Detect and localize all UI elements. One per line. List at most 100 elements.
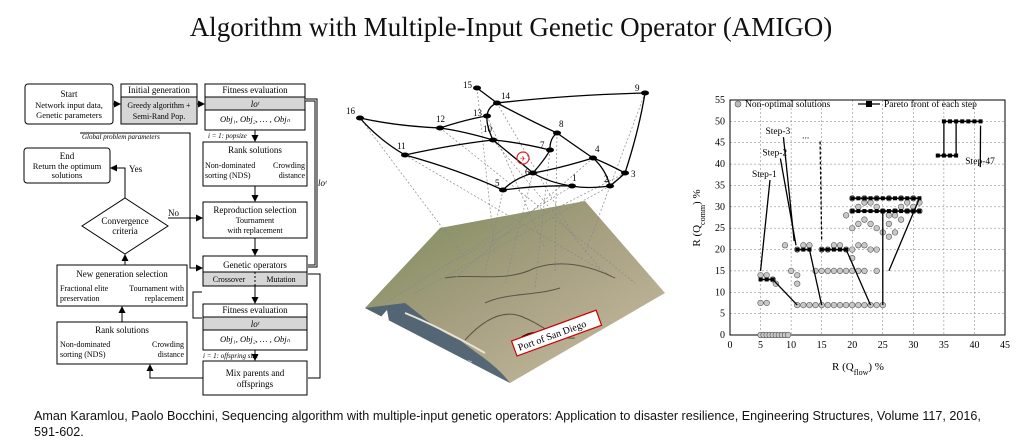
nonoptimal-point [861, 267, 868, 275]
y-tick-label: 40 [715, 159, 725, 170]
mutation-label: Mutation [266, 275, 295, 284]
global-params-label: Global problem parameters [82, 133, 160, 141]
nonoptimal-point [849, 301, 856, 309]
projection-line [496, 102, 576, 239]
x-tick-label: 45 [1000, 340, 1010, 351]
network-node-label: 3 [631, 169, 636, 179]
network-node [493, 100, 501, 106]
network-node [401, 152, 409, 158]
y-tick-label: 10 [715, 287, 725, 298]
nonoptimal-point [757, 299, 764, 307]
fitness1-title: Fitness evaluation [222, 85, 288, 95]
network-node [489, 137, 497, 143]
step-annotation: Step-2 [762, 149, 787, 159]
page-title: Algorithm with Multiple-Input Genetic Op… [189, 12, 833, 42]
pareto-point [819, 247, 824, 252]
nonoptimal-point [843, 267, 850, 275]
satellite-map [365, 201, 665, 383]
pareto-point [911, 196, 916, 201]
step-annotation: ... [802, 131, 809, 141]
nonoptimal-point [867, 246, 874, 253]
port-label-box [510, 309, 603, 357]
end-line2: solutions [52, 170, 83, 180]
pareto-point [868, 196, 873, 201]
crossover-label: Crossover [213, 275, 246, 284]
network-node [356, 115, 364, 121]
nonoptimal-point [812, 301, 819, 309]
network-node [641, 90, 649, 96]
network-node [473, 85, 481, 91]
network-node [483, 113, 491, 119]
svg-text:✈: ✈ [520, 155, 526, 163]
nonoptimal-point [757, 272, 764, 279]
nonoptimal-point [861, 301, 868, 309]
pareto-point [948, 153, 952, 158]
network-node [553, 130, 561, 136]
pareto-point [825, 247, 830, 252]
network-edge [624, 92, 646, 174]
convergence-line2: criteria [112, 226, 137, 236]
nonoptimal-point [794, 280, 801, 287]
rank2-title: Rank solutions [95, 325, 149, 335]
network-node-label: 7 [540, 140, 545, 150]
scale-label: 2.05 mi [461, 359, 474, 379]
network-edge [532, 157, 594, 174]
projection-line [486, 115, 546, 249]
nonoptimal-point [818, 267, 825, 275]
pareto-connector [888, 198, 921, 272]
nonoptimal-point [830, 267, 837, 275]
network-node [436, 125, 444, 131]
pareto-point [917, 209, 922, 214]
pareto-point [838, 247, 842, 252]
nonoptimal-point [885, 233, 892, 240]
y-tick-label: 5 [720, 309, 725, 320]
projection-line [439, 172, 626, 269]
fitness2-objs: Obj₁, Obj₂, … , Objₙ [220, 334, 291, 344]
start-line2: Genetic parameters [36, 110, 102, 120]
pareto-point [801, 247, 806, 252]
nonoptimal-point [891, 229, 899, 236]
nonoptimal-point [830, 301, 837, 309]
yes-label: Yes [129, 164, 143, 174]
nonoptimal-point [836, 242, 844, 249]
pareto-point [893, 209, 897, 214]
pareto-point [856, 196, 861, 201]
rank2-right1: Crowding [152, 340, 184, 349]
step-annotation: Step-3 [765, 127, 790, 137]
pareto-point [899, 196, 904, 201]
legend-nonopt-label: Non-optimal solutions [745, 100, 831, 110]
start-line1: Network input data, [35, 100, 103, 110]
network-node-label: 11 [397, 141, 406, 151]
pareto-point [966, 119, 971, 124]
rank1-right2: distance [279, 171, 306, 180]
initgen-title: Initial generation [128, 85, 190, 95]
network-node-label: 4 [595, 144, 600, 154]
network-node-label: 5 [495, 178, 500, 188]
nonoptimal-point [891, 212, 899, 219]
network-edge [496, 102, 558, 134]
pareto-point [764, 277, 769, 282]
network-edge [476, 87, 498, 104]
lo-side-label: loᵗ [318, 178, 327, 188]
y-tick-label: 15 [715, 266, 725, 277]
nonoptimal-point [849, 225, 856, 232]
offspring-label: i = 1: offspring size [203, 352, 258, 360]
nonoptimal-point [885, 212, 892, 219]
nonoptimal-point [873, 246, 880, 253]
nonoptimal-point [794, 272, 801, 279]
newgen-title: New generation selection [76, 269, 168, 279]
x-tick-label: 20 [847, 340, 857, 351]
pareto-point [850, 196, 855, 201]
projection-line [554, 132, 558, 274]
nonoptimal-point [800, 242, 807, 249]
network-edge [492, 139, 534, 174]
nonoptimal-point [830, 242, 837, 249]
genop-title: Genetic operators [223, 260, 287, 270]
rank2-left2: sorting (NDS) [60, 350, 106, 359]
x-tick-label: 30 [908, 340, 918, 351]
x-tick-label: 15 [817, 340, 827, 351]
rank2-left1: Non-dominated [60, 340, 110, 349]
pareto-front-lines [758, 119, 983, 306]
